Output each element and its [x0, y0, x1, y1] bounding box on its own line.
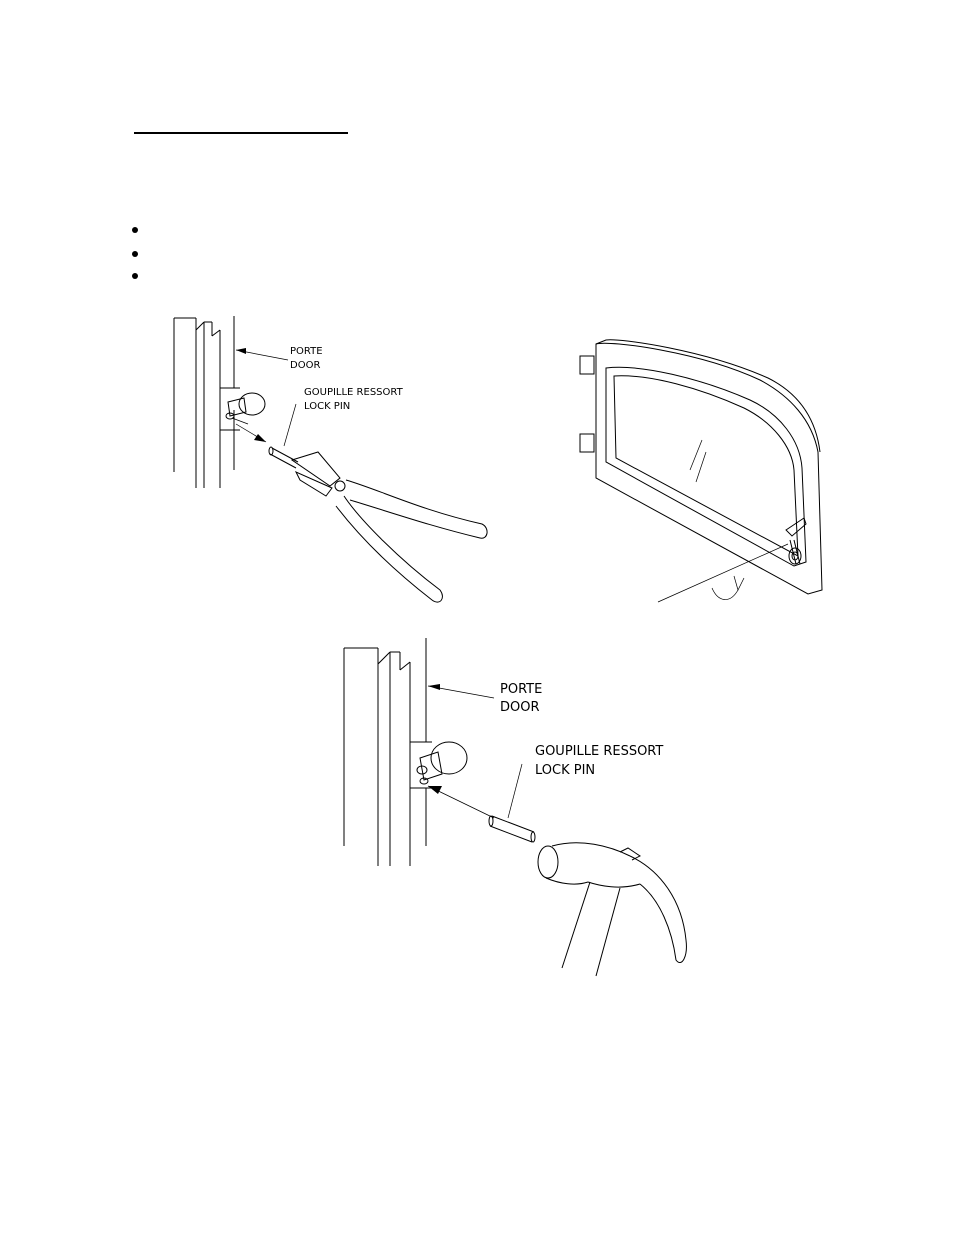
pin-label-en: LOCK PIN — [535, 763, 595, 778]
door-label-en: DOOR — [290, 360, 320, 371]
door-frame-icon — [173, 316, 240, 488]
hammer-icon — [537, 842, 687, 977]
pin-label-fr: GOUPILLE RESSORT — [535, 744, 663, 759]
hinge-knob — [225, 392, 266, 425]
glass-door-icon — [579, 339, 823, 603]
door-label-en: DOOR — [500, 700, 540, 715]
pliers-icon — [290, 451, 488, 603]
heading-underline — [134, 132, 348, 134]
bullet-icon — [132, 273, 138, 279]
door-frame-icon — [343, 638, 432, 866]
door-label-fr: PORTE — [500, 682, 542, 697]
door-label-fr: PORTE — [290, 346, 323, 357]
bullet-icon — [132, 227, 138, 233]
pin-label-en: LOCK PIN — [304, 401, 350, 412]
hinge-knob — [416, 741, 468, 785]
pin-label-fr: GOUPILLE RESSORT — [304, 387, 404, 398]
bullet-icon — [132, 251, 138, 257]
